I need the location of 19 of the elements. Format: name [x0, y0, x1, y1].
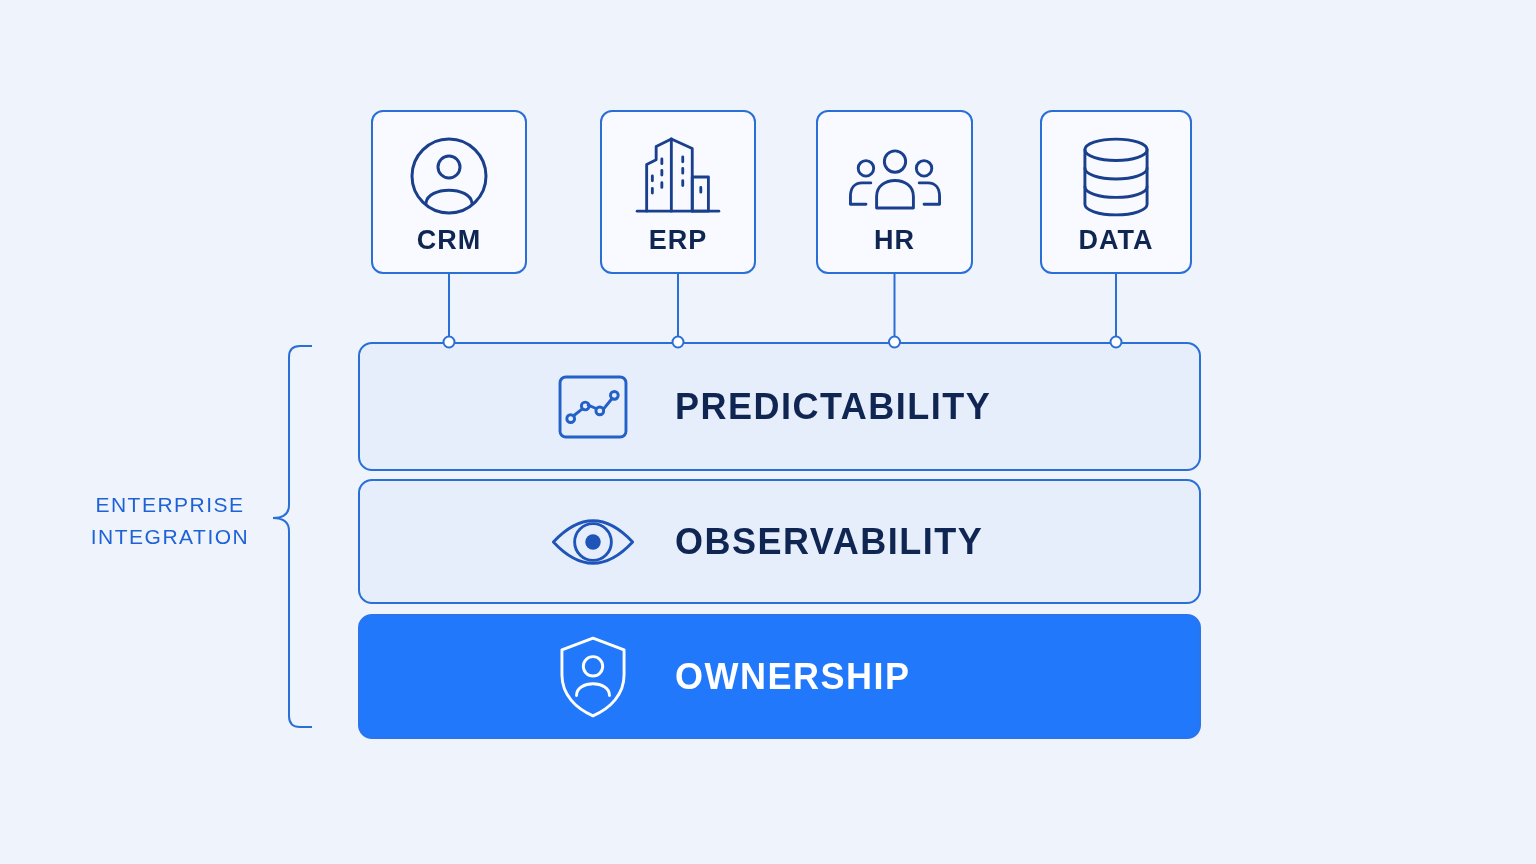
system-card: [1040, 110, 1192, 274]
layer-label: OBSERVABILITY: [675, 520, 984, 563]
layer-band: [358, 614, 1201, 739]
connector-line: [671, 273, 685, 349]
card-label: HR: [874, 224, 915, 256]
connector-line: [1109, 273, 1123, 349]
connector-line: [442, 273, 456, 349]
system-card: [600, 110, 756, 274]
layer-band: [358, 479, 1201, 604]
system-card: [371, 110, 527, 274]
card-label: DATA: [1078, 224, 1154, 256]
card-label: CRM: [416, 224, 482, 256]
layer-label: OWNERSHIP: [675, 655, 911, 698]
bracket-label: ENTERPRISE INTEGRATION: [89, 492, 251, 550]
layer-label: PREDICTABILITY: [675, 385, 992, 428]
layer-band: [358, 342, 1201, 471]
card-label: ERP: [648, 224, 708, 256]
system-card: [816, 110, 973, 274]
connector-line: [888, 273, 901, 349]
